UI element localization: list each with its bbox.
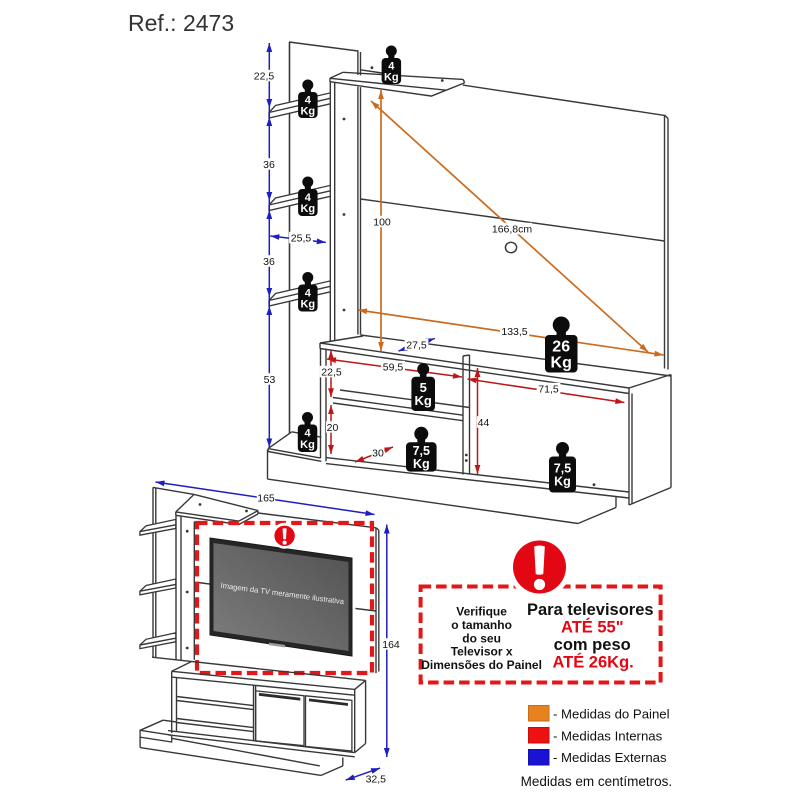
svg-text:- Medidas do Painel: - Medidas do Painel [553,706,670,721]
svg-text:4: 4 [388,60,395,72]
svg-text:36: 36 [263,256,275,268]
svg-text:Kg: Kg [300,106,315,118]
svg-text:Medidas em centímetros.: Medidas em centímetros. [521,774,673,789]
svg-text:20: 20 [327,422,339,434]
svg-text:100: 100 [373,216,391,228]
svg-text:Kg: Kg [384,72,399,84]
svg-text:44: 44 [478,417,490,429]
svg-text:22,5: 22,5 [254,70,275,82]
svg-text:133,5: 133,5 [501,326,527,338]
svg-text:26: 26 [552,338,570,355]
svg-text:164: 164 [382,639,400,651]
svg-text:Dimensões do Painel: Dimensões do Painel [421,658,542,672]
svg-text:53: 53 [264,374,276,386]
svg-text:36: 36 [263,159,275,171]
svg-text:7,5: 7,5 [554,462,571,476]
svg-text:166,8cm: 166,8cm [492,223,533,235]
svg-text:5: 5 [420,380,427,395]
svg-text:Para televisores: Para televisores [527,601,654,619]
svg-text:Kg: Kg [300,299,315,311]
svg-text:Ref.: 2473: Ref.: 2473 [128,10,234,36]
svg-text:Kg: Kg [415,393,432,408]
svg-text:o tamanho: o tamanho [451,618,512,632]
svg-text:25,5: 25,5 [291,232,312,244]
svg-text:com peso: com peso [554,636,631,654]
svg-text:ATÉ 55": ATÉ 55" [561,617,624,636]
svg-text:Verifique: Verifique [456,604,507,618]
svg-text:22,5: 22,5 [321,366,342,378]
svg-text:do seu: do seu [462,631,501,645]
svg-text:7,5: 7,5 [413,444,430,458]
svg-text:Kg: Kg [300,203,315,215]
svg-text:4: 4 [305,287,312,299]
svg-text:- Medidas Externas: - Medidas Externas [553,750,667,765]
svg-text:30: 30 [372,447,384,459]
svg-text:4: 4 [304,428,311,440]
svg-text:Televisor x: Televisor x [451,644,513,658]
svg-text:165: 165 [257,492,275,504]
svg-text:Kg: Kg [551,355,572,372]
svg-text:ATÉ 26Kg.: ATÉ 26Kg. [552,652,633,671]
svg-text:71,5: 71,5 [538,383,559,395]
svg-text:Kg: Kg [554,474,571,488]
svg-text:4: 4 [305,192,312,204]
svg-text:27,5: 27,5 [406,339,427,351]
svg-text:- Medidas Internas: - Medidas Internas [553,728,663,743]
svg-text:32,5: 32,5 [366,773,387,785]
svg-text:4: 4 [305,94,312,106]
svg-text:Kg: Kg [413,457,430,471]
svg-text:59,5: 59,5 [383,361,404,373]
svg-text:Kg: Kg [300,439,315,451]
